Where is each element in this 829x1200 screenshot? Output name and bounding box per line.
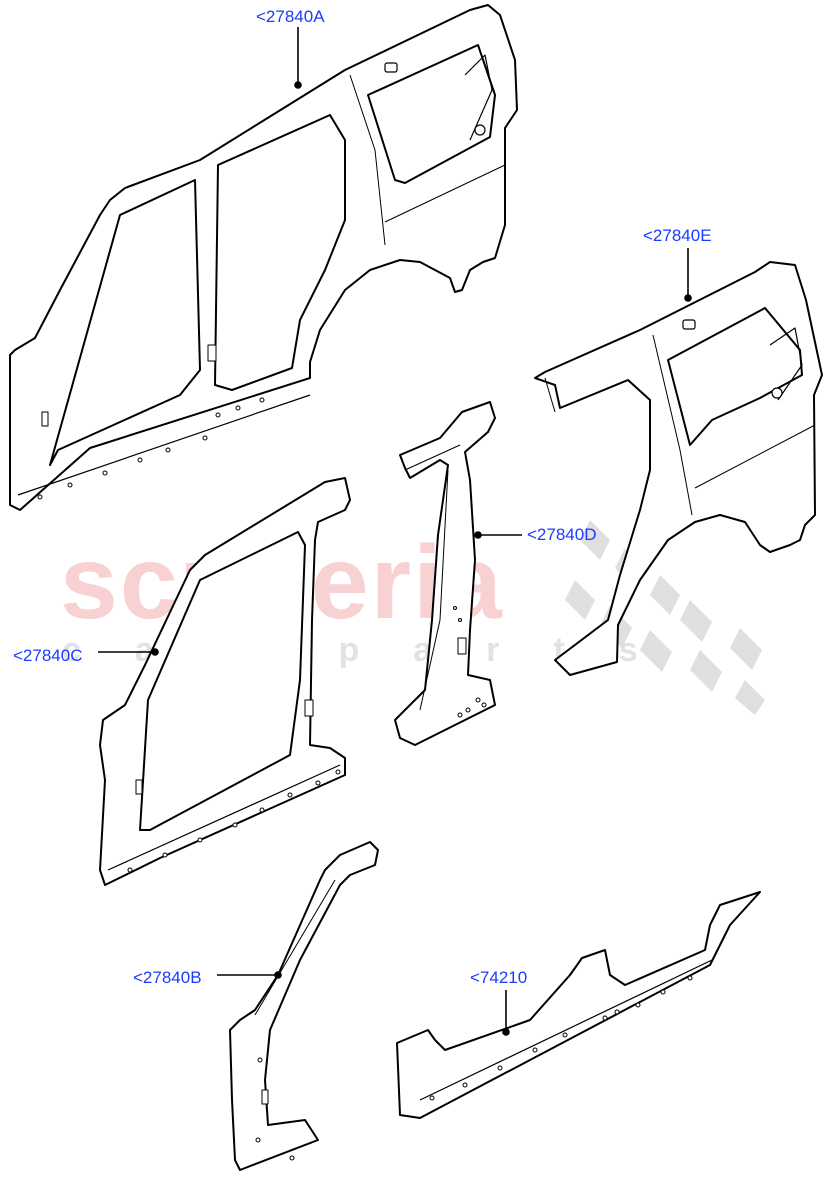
part-74210-sill[interactable] [396, 891, 761, 1119]
part-27840E-rear-quarter[interactable] [534, 261, 823, 676]
checkered-flag-icon [565, 520, 765, 715]
leader-lines [98, 27, 692, 1036]
callout-27840C[interactable]: <27840C [13, 646, 83, 665]
part-27840D-b-pillar[interactable] [394, 401, 496, 746]
part-27840C-front-frame[interactable] [99, 477, 351, 886]
part-27840B-a-pillar[interactable] [229, 841, 379, 1171]
callout-74210[interactable]: <74210 [470, 968, 528, 987]
callout-27840B[interactable]: <27840B [133, 968, 202, 987]
callout-27840A[interactable]: <27840A [256, 7, 325, 26]
callout-27840E[interactable]: <27840E [643, 226, 712, 245]
callout-27840D[interactable]: <27840D [527, 525, 597, 544]
part-27840A-body-side[interactable] [9, 4, 518, 511]
